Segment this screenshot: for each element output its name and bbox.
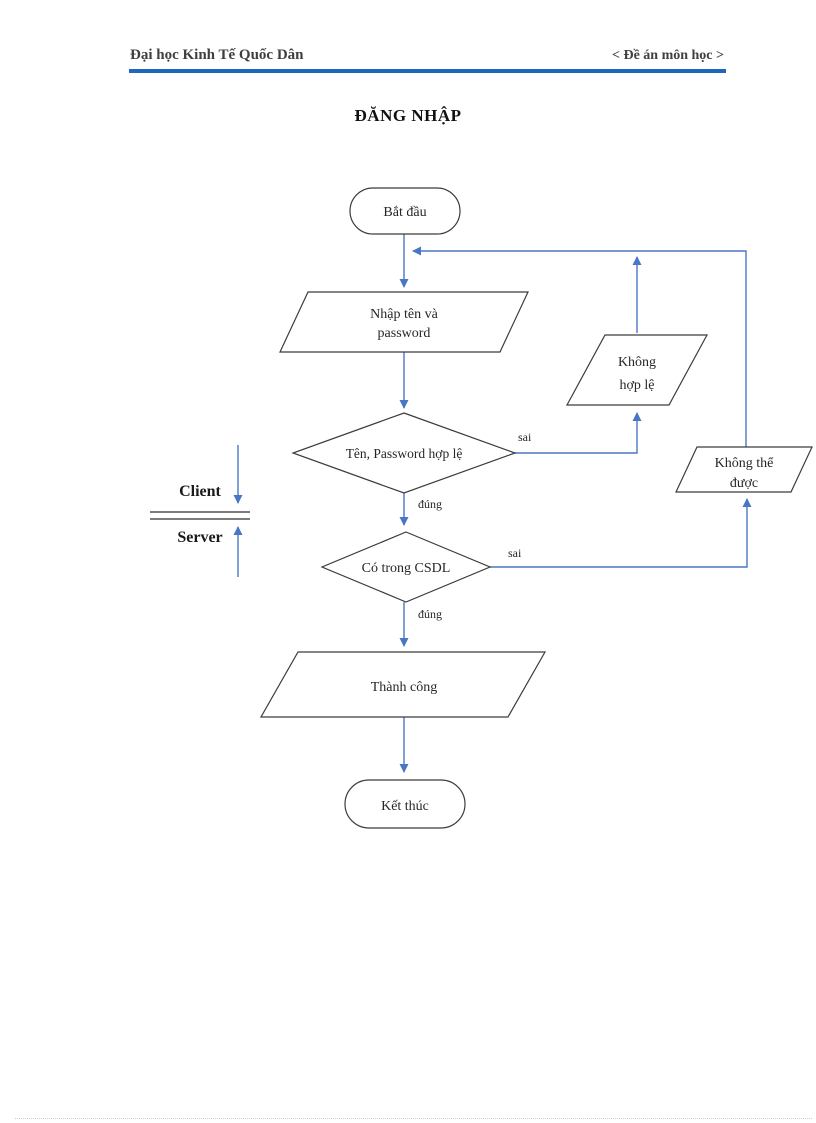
node-decision-valid-diamond: [291, 412, 517, 494]
edge-feedback-to-junction: [412, 246, 747, 447]
node-input-label-line2: password: [378, 326, 431, 341]
edge-decision-valid-sai: [515, 412, 642, 454]
node-end-terminator: [344, 779, 466, 829]
node-decision-db-diamond: [320, 531, 492, 603]
page-bottom-rule: [15, 1118, 812, 1119]
node-end-label: Kết thúc: [381, 799, 429, 814]
header-rule: [129, 69, 726, 73]
edge-label-valid-dung: đúng: [418, 497, 442, 511]
node-invalid-label-line2: hợp lệ: [619, 378, 654, 393]
node-start-terminator: [349, 187, 461, 235]
edge-label-db-dung: đúng: [418, 607, 442, 621]
node-start-label: Bắt đầu: [383, 205, 426, 220]
node-cannot-parallelogram: [675, 446, 813, 493]
edge-decision-db-sai: [490, 498, 752, 568]
node-success-label: Thành công: [371, 680, 437, 695]
lane-label-client: Client: [179, 483, 221, 500]
header-right-text: < Đề án môn học >: [611, 48, 724, 63]
node-invalid-label-line1: Không: [618, 355, 656, 370]
lane-label-server: Server: [177, 529, 222, 546]
node-cannot-label-line2: được: [730, 476, 758, 491]
node-input-label-line1: Nhập tên và: [370, 307, 438, 322]
node-decision-valid-label: Tên, Password hợp lệ: [346, 446, 463, 461]
node-cannot-label-line1: Không thể: [715, 456, 775, 471]
header-left-text: Đại học Kinh Tế Quốc Dân: [130, 47, 304, 63]
node-invalid-parallelogram: [565, 334, 709, 406]
page-title: ĐĂNG NHẬP: [354, 106, 462, 125]
node-input-parallelogram: [279, 291, 529, 353]
node-decision-db-label: Có trong CSDL: [362, 561, 451, 576]
edge-label-valid-sai: sai: [518, 430, 532, 444]
node-success-parallelogram: [259, 651, 547, 718]
page-header: Đại học Kinh Tế Quốc Dân < Đề án môn học…: [130, 47, 724, 64]
edge-label-db-sai: sai: [508, 546, 522, 560]
